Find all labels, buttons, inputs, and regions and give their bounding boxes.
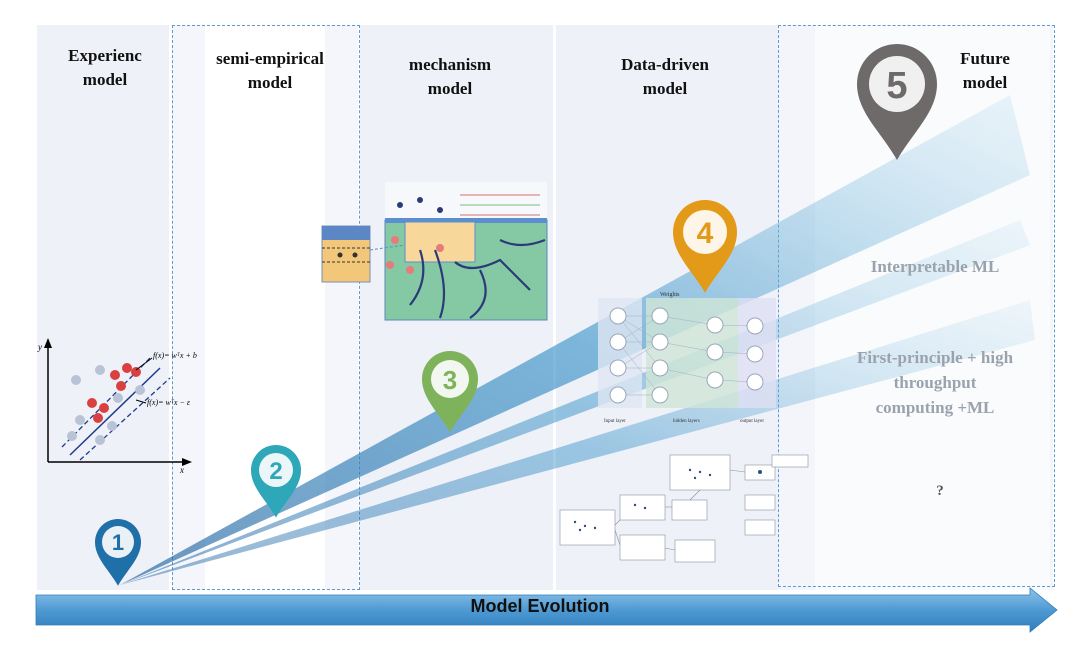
marker-2-ring bbox=[259, 453, 293, 487]
column-experience-bg bbox=[37, 25, 169, 590]
future-item-first-principle: First-principle + high throughput comput… bbox=[856, 348, 1014, 417]
semi-empirical-frame bbox=[172, 25, 360, 590]
marker-5: 5 bbox=[857, 44, 937, 160]
future-unknown: ? bbox=[936, 483, 944, 499]
tree-scatter-points bbox=[573, 468, 762, 532]
marker-1-ring bbox=[102, 526, 134, 558]
marker-3-number: 3 bbox=[443, 365, 457, 395]
decision-tree bbox=[559, 454, 809, 563]
svg-text:f(x)= wᵀx − ε: f(x)= wᵀx − ε bbox=[147, 398, 191, 407]
marker-1: 1 bbox=[95, 519, 141, 586]
beam-to-ml bbox=[120, 220, 1030, 585]
beam-to-5 bbox=[120, 95, 1030, 585]
beam-to-fp bbox=[120, 300, 1035, 585]
linear-regression-plot: f(x)= wᵀx + b f(x)= wᵀx − ε y x bbox=[37, 338, 197, 475]
marker-3: 3 bbox=[422, 351, 478, 433]
svg-text:Input layer: Input layer bbox=[604, 419, 626, 424]
marker-2: 2 bbox=[251, 445, 301, 518]
evolution-arrow bbox=[35, 587, 1058, 633]
model-evolution-label: Model Evolution bbox=[470, 596, 610, 616]
future-item-interpretable-ml: Interpretable ML bbox=[870, 257, 1000, 276]
mechanism-schematic bbox=[369, 182, 548, 321]
marker-2-number: 2 bbox=[269, 458, 282, 485]
future-frame bbox=[778, 25, 1055, 587]
marker-4: 4 bbox=[673, 200, 737, 293]
svg-text:Weights: Weights bbox=[660, 292, 680, 298]
marker-5-number: 5 bbox=[886, 65, 907, 107]
semi-empirical-schematic bbox=[321, 225, 371, 283]
marker-3-ring bbox=[431, 360, 469, 398]
neural-network: Weights Input layer hidden layers output… bbox=[598, 292, 776, 424]
svg-text:x: x bbox=[179, 465, 184, 475]
marker-1-number: 1 bbox=[112, 530, 124, 555]
svg-text:f(x)= wᵀx + b: f(x)= wᵀx + b bbox=[153, 351, 197, 360]
marker-4-ring bbox=[683, 210, 727, 254]
evolution-beams bbox=[120, 95, 1035, 585]
marker-5-ring bbox=[869, 56, 925, 112]
svg-text:output layer: output layer bbox=[740, 419, 764, 424]
svg-text:hidden layers: hidden layers bbox=[673, 419, 700, 424]
marker-4-number: 4 bbox=[697, 217, 714, 250]
svg-text:y: y bbox=[37, 342, 42, 352]
